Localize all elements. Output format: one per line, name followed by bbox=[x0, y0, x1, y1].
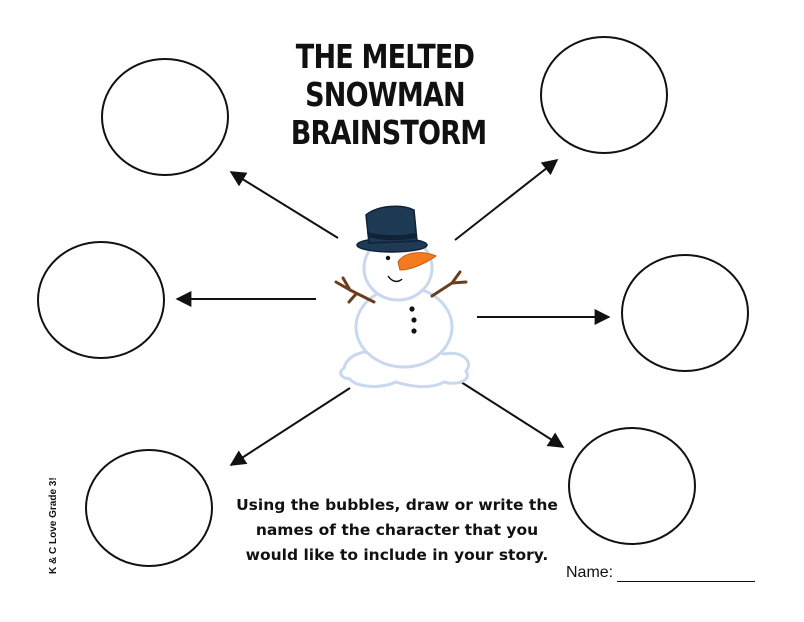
arrow-top-right bbox=[454, 159, 559, 241]
bubble-top-right[interactable] bbox=[540, 36, 668, 154]
title-line-2: SNOWMAN bbox=[305, 75, 466, 114]
name-label: Name: bbox=[566, 564, 614, 581]
arrow-top-left bbox=[229, 171, 339, 239]
bubble-top-left[interactable] bbox=[101, 58, 229, 176]
title-line-3: BRAINSTORM bbox=[290, 113, 487, 152]
arrow-bottom-right bbox=[460, 381, 565, 448]
arrow-bottom-left bbox=[229, 387, 351, 466]
bubble-middle-left[interactable] bbox=[37, 241, 165, 359]
worksheet-title: THE MELTED SNOWMAN BRAINSTORM bbox=[290, 37, 487, 152]
instructions-text: Using the bubbles, draw or write the nam… bbox=[236, 496, 558, 564]
credit-text: K & C Love Grade 3! bbox=[48, 477, 59, 574]
bubble-middle-right[interactable] bbox=[621, 254, 749, 372]
bubble-bottom-left[interactable] bbox=[85, 449, 213, 567]
name-blank-line[interactable] bbox=[617, 565, 756, 582]
title-line-1: THE MELTED bbox=[295, 37, 475, 76]
bubble-bottom-right[interactable] bbox=[568, 427, 696, 545]
snowman-illustration bbox=[334, 205, 470, 389]
name-field: Name: bbox=[566, 564, 756, 582]
